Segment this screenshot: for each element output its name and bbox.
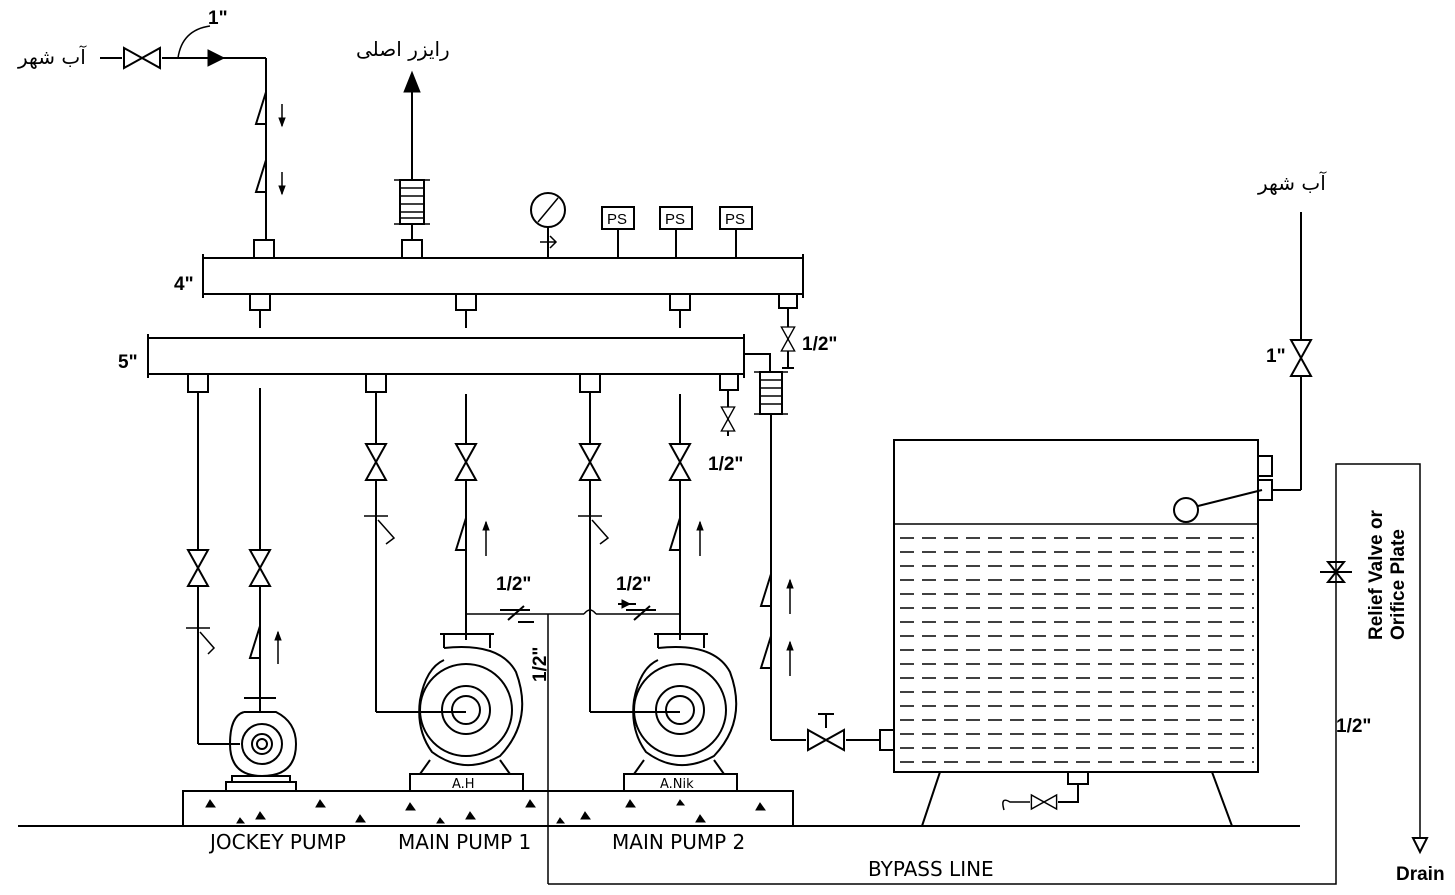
- city-water-label-right: آب شهر: [1257, 170, 1327, 195]
- ps-label-1: PS: [607, 211, 627, 228]
- size-half-vertical: 1/2": [530, 647, 551, 682]
- main-pump-1: [409, 633, 524, 792]
- jockey-pump-piping: [186, 388, 282, 745]
- tank-fill-line: [720, 390, 736, 436]
- size-5in-label: 5": [118, 352, 138, 373]
- pressure-switch-3: [719, 206, 753, 258]
- main-pump-2-piping: [578, 392, 704, 713]
- pressure-gauge: [530, 192, 566, 258]
- ps-label-3: PS: [725, 211, 745, 228]
- size-half-relief: 1/2": [1336, 716, 1371, 737]
- labels: آب شهر رایزر اصلی 1" 4" 5" 1/2" 1/2" 1/2…: [17, 8, 1445, 885]
- strainer-right: [754, 371, 895, 751]
- city-water-inlet-right: [1272, 212, 1312, 491]
- relief-label-2: Orifice Plate: [1388, 529, 1409, 640]
- size-half-pump1: 1/2": [496, 574, 531, 595]
- header-5in: [147, 334, 771, 393]
- size-4in-label: 4": [174, 274, 194, 295]
- base-label-ah: A.H: [452, 777, 475, 792]
- main-pump-2-label: MAIN PUMP 2: [612, 830, 745, 854]
- size-1in-right: 1": [1266, 346, 1286, 367]
- relief-label-1: Relief Valve or: [1366, 509, 1387, 640]
- pressure-switch-2: [659, 206, 693, 258]
- relief-drain-line: [548, 463, 1429, 885]
- base-label-anik: A.Nik: [660, 777, 694, 792]
- city-water-label-left: آب شهر: [17, 44, 87, 69]
- bypass-line-label: BYPASS LINE: [868, 857, 994, 881]
- circulation-line: [466, 599, 680, 884]
- ps-label-2: PS: [665, 211, 685, 228]
- size-half-mid: 1/2": [708, 454, 743, 475]
- concrete-base: [182, 790, 794, 827]
- size-half-top: 1/2": [802, 334, 837, 355]
- pressure-switch-1: [601, 206, 635, 258]
- main-pump-2: [623, 633, 738, 792]
- half-inch-line-4in: [780, 308, 796, 369]
- jockey-pump-label: JOCKEY PUMP: [208, 830, 346, 854]
- size-half-pump2: 1/2": [616, 574, 651, 595]
- jockey-pump: [225, 697, 298, 792]
- main-riser-label: رایزر اصلی: [356, 37, 450, 61]
- city-water-inlet-left: [100, 25, 286, 240]
- header-4in: [202, 239, 804, 328]
- main-pump-1-label: MAIN PUMP 1: [398, 830, 531, 854]
- drain-label: Drain: [1396, 864, 1445, 885]
- size-1in-top: 1": [208, 8, 228, 29]
- main-riser: [394, 70, 430, 240]
- water-tank: [893, 439, 1273, 827]
